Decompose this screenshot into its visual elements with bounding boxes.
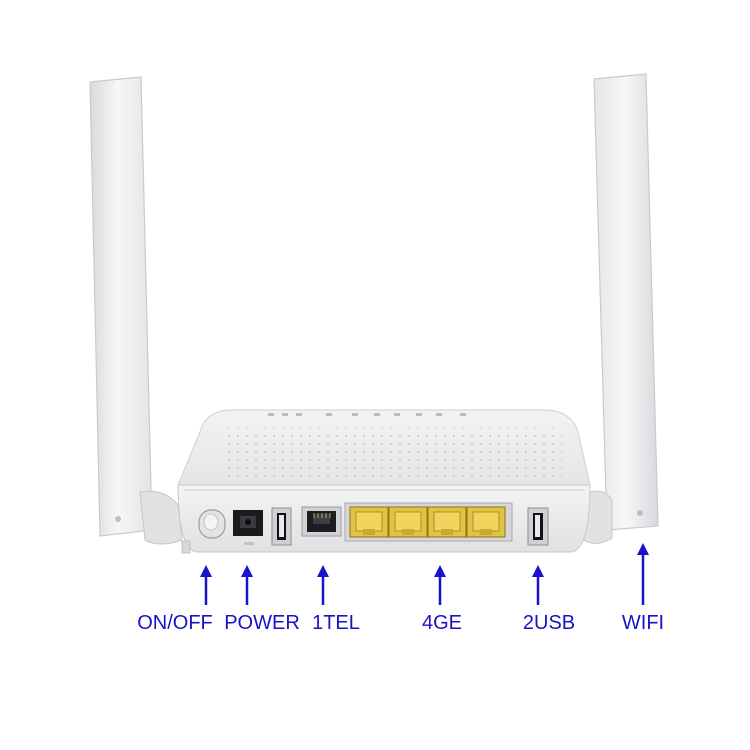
usb-port-2 [527, 507, 549, 546]
label-usb: 2USB [522, 612, 576, 634]
lan-port-2 [388, 506, 428, 538]
usb-port-1 [271, 507, 292, 546]
arrow-on-off-icon [200, 565, 212, 605]
lan-port-3 [427, 506, 467, 538]
lan-port-4 [466, 506, 506, 538]
arrow-tel-icon [317, 565, 329, 605]
arrow-power-icon [241, 565, 253, 605]
status-led-row [268, 413, 466, 416]
power-switch [198, 509, 226, 539]
label-power: POWER [224, 612, 300, 634]
arrow-usb-icon [532, 565, 544, 605]
label-tel: 1TEL [312, 612, 360, 634]
lan-port-1 [349, 506, 389, 538]
tel-port [301, 506, 342, 537]
right-antenna [583, 73, 659, 544]
label-ge: 4GE [421, 612, 463, 634]
label-wifi: WIFI [621, 612, 665, 634]
label-on-off: ON/OFF [137, 612, 213, 634]
left-antenna [89, 76, 183, 545]
ge-lan-ports [344, 502, 513, 542]
arrow-ge-icon [434, 565, 446, 605]
power-jack [233, 510, 263, 545]
arrow-wifi-icon [637, 543, 649, 605]
